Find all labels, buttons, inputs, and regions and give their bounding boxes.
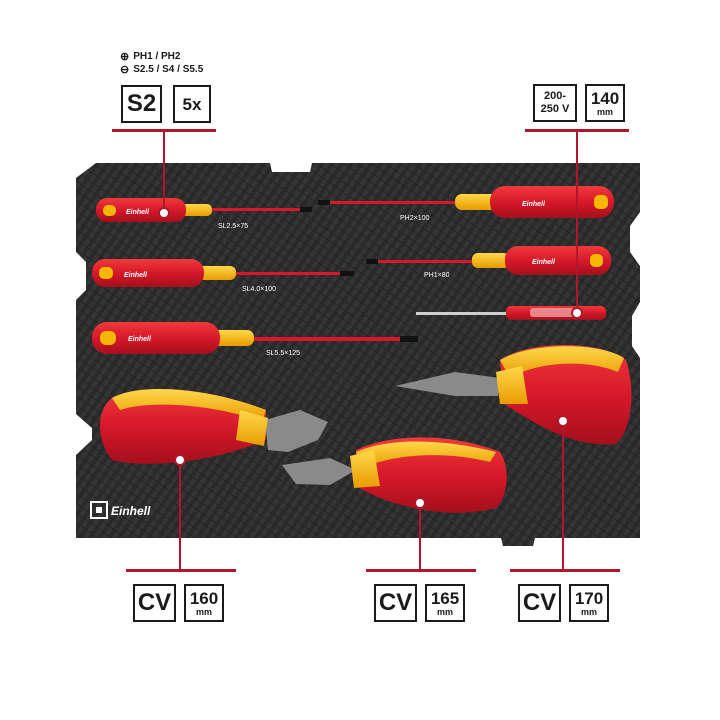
brand-mark-ph2: Einhell — [522, 201, 546, 208]
plier-length-badge-160: 160 mm — [184, 584, 224, 622]
pliers-165 — [282, 437, 507, 513]
brand-mark-sl55: Einhell — [128, 336, 152, 343]
voltage-line2: 250 V — [540, 103, 570, 115]
slotted-spec-text: S2.5 / S4 / S5.5 — [133, 64, 204, 75]
plier-material-badge-160: CV — [133, 584, 176, 622]
brand-mark-ph1: Einhell — [532, 259, 556, 266]
plier-length-badge-165: 165 mm — [425, 584, 465, 622]
screwdriver-ph1 — [366, 246, 611, 275]
screwdriver-ph2 — [318, 186, 614, 218]
plier-material-text-170: CV — [522, 589, 557, 616]
plier-material-text-165: CV — [378, 589, 413, 616]
plier-underline-165 — [366, 569, 476, 572]
plier-underline-170 — [510, 569, 620, 572]
einhell-logo: Einhell — [90, 501, 151, 519]
pliers-160 — [100, 388, 328, 464]
plier-underline-160 — [126, 569, 236, 572]
plier-length-unit-170: mm — [580, 606, 597, 617]
label-ph1: PH1×80 — [424, 272, 450, 279]
voltage-badge: 200- 250 V — [533, 84, 577, 122]
screwdriver-sl40 — [92, 259, 354, 287]
slotted-spec: ⊖ S2.5 / S4 / S5.5 — [120, 63, 203, 76]
phillips-spec-text: PH1 / PH2 — [133, 51, 181, 62]
tester-length-badge: 140 mm — [585, 84, 625, 122]
plier-length-value-165: 165 — [430, 588, 460, 608]
brand-mark-sl40: Einhell — [124, 272, 148, 279]
phillips-icon: ⊕ — [120, 51, 130, 63]
label-sl40: SL4.0×100 — [242, 286, 276, 293]
screwdriver-sl55 — [92, 322, 418, 354]
label-ph2: PH2×100 — [400, 215, 429, 222]
plier-length-value-170: 170 — [574, 588, 604, 608]
label-sl25: SL2.5×75 — [218, 223, 248, 230]
voltage-line1: 200- — [543, 90, 567, 103]
material-text: S2 — [126, 90, 157, 117]
plier-length-unit-165: mm — [436, 606, 453, 617]
count-badge: 5x — [173, 85, 211, 123]
material-badge-s2: S2 — [121, 85, 162, 123]
count-text: 5x — [182, 94, 202, 114]
plier-length-badge-170: 170 mm — [569, 584, 609, 622]
plier-material-badge-165: CV — [374, 584, 417, 622]
plier-length-value-160: 160 — [189, 588, 219, 608]
einhell-logo-text: Einhell — [111, 504, 151, 518]
pliers-170 — [395, 345, 632, 445]
tester-length-unit: mm — [596, 106, 613, 117]
slotted-icon: ⊖ — [120, 64, 130, 76]
plier-material-text-160: CV — [137, 589, 172, 616]
brand-mark-sl25: Einhell — [126, 209, 150, 216]
phillips-spec: ⊕ PH1 / PH2 — [120, 50, 180, 63]
callout-lines — [158, 129, 583, 570]
tester-length-value: 140 — [590, 88, 620, 108]
plier-length-unit-160: mm — [195, 606, 212, 617]
plier-material-badge-170: CV — [518, 584, 561, 622]
label-sl55: SL5.5×125 — [266, 350, 300, 357]
